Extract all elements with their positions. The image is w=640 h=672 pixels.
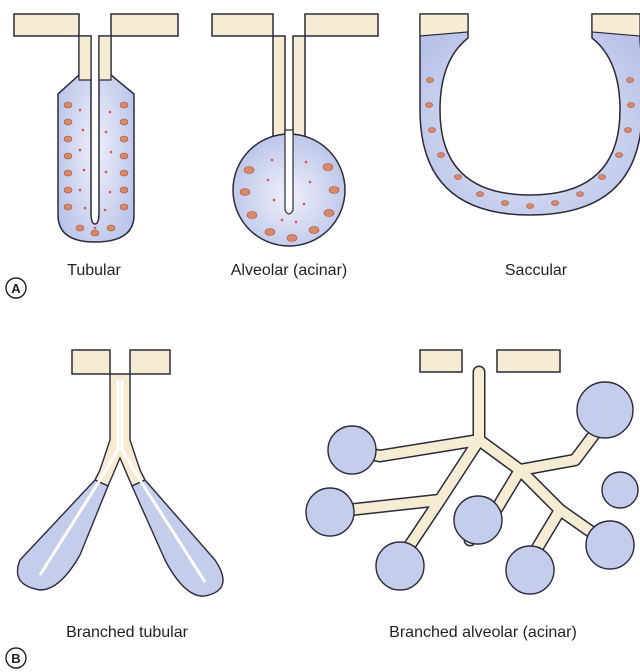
panel-a-letter: A [11, 281, 21, 296]
saccular-gland [420, 14, 640, 215]
tubular-label: Tubular [67, 262, 121, 279]
panel-b-marker: B [6, 648, 26, 668]
tubular-duct [79, 36, 111, 80]
alveolar-gland [212, 14, 378, 246]
branched-alveolar-label: Branched alveolar (acinar) [389, 624, 577, 641]
alveolar-duct [273, 36, 305, 140]
saccular-label: Saccular [505, 262, 568, 279]
branched-tubular-surface-epithelium [72, 350, 170, 374]
panel-b: Branched tubular Branched alveolar (acin… [6, 350, 638, 668]
branched-alveolar-gland [306, 350, 638, 594]
alveolar-surface-epithelium [212, 14, 378, 36]
tubular-gland [14, 14, 178, 242]
branched-tubular-left-arm [18, 480, 109, 590]
branched-tubular-label: Branched tubular [66, 624, 189, 641]
saccular-surface-epithelium [420, 14, 640, 36]
panel-a-marker: A [6, 278, 26, 298]
saccular-secretory-wall [420, 14, 640, 215]
panel-b-letter: B [11, 651, 20, 666]
branched-tubular-duct [95, 374, 145, 486]
panel-a: Tubular Alveolar (acinar) [6, 14, 640, 298]
branched-alveolar-acini [306, 382, 638, 594]
alveolar-label: Alveolar (acinar) [231, 262, 347, 279]
branched-tubular-gland [18, 350, 224, 596]
alveolar-lumen [285, 130, 293, 214]
tubular-surface-epithelium [14, 14, 178, 36]
branched-alveolar-surface-epithelium [420, 350, 560, 372]
